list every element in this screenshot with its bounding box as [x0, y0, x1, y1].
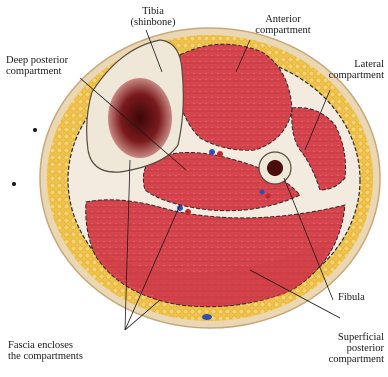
label-lateral-compartment: Lateral compartment	[300, 59, 384, 81]
label-fascia-line1: Fascia encloses	[8, 340, 148, 351]
label-superficial-posterior-line3: compartment	[300, 354, 384, 365]
label-superficial-posterior-line1: Superficial	[300, 332, 384, 343]
label-fibula: Fibula	[338, 292, 386, 303]
label-tibia-line2: (shinbone)	[108, 17, 198, 28]
label-lateral-line2: compartment	[300, 70, 384, 81]
vessel-blue	[260, 190, 265, 195]
label-fascia: Fascia encloses the compartments	[8, 340, 148, 362]
label-fascia-line2: the compartments	[8, 351, 148, 362]
label-deep-posterior-line1: Deep posterior	[6, 55, 126, 66]
label-lateral-line1: Lateral	[300, 59, 384, 70]
label-pointer-dot	[12, 182, 16, 186]
label-superficial-posterior-line2: posterior	[300, 343, 384, 354]
label-anterior-line2: compartment	[238, 25, 328, 36]
label-tibia: Tibia (shinbone)	[108, 6, 198, 28]
label-superficial-posterior-compartment: Superficial posterior compartment	[300, 332, 384, 365]
vessel-blue	[202, 314, 212, 320]
label-tibia-line1: Tibia	[108, 6, 198, 17]
vessel-red	[266, 194, 271, 199]
fibula-marrow	[267, 160, 283, 176]
vessel-red	[185, 209, 191, 215]
vessel-red	[217, 151, 223, 157]
label-deep-posterior-line2: compartment	[6, 66, 126, 77]
label-pointer-dot	[33, 128, 37, 132]
vessel-blue	[209, 149, 215, 155]
label-anterior-compartment: Anterior compartment	[238, 14, 328, 36]
label-fibula-line1: Fibula	[338, 292, 386, 303]
tibia-marrow	[108, 78, 172, 158]
label-deep-posterior-compartment: Deep posterior compartment	[6, 55, 126, 77]
label-anterior-line1: Anterior	[238, 14, 328, 25]
